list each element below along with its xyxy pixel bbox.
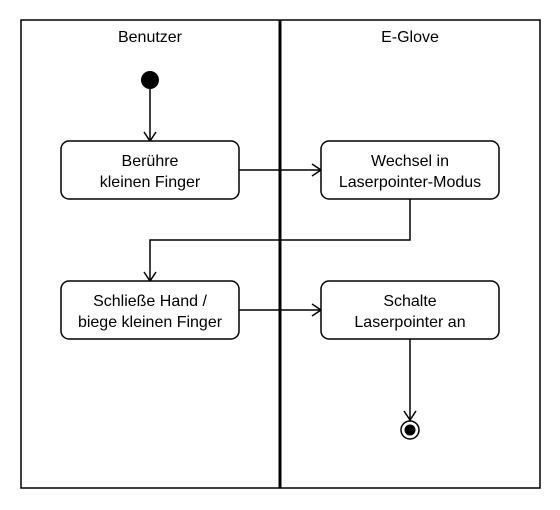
action-touch-finger: Berühre kleinen Finger [60, 140, 240, 200]
arrowhead-laseron-to-end [403, 410, 417, 422]
action-close-hand-line-2: biege kleinen Finger [78, 314, 223, 331]
action-touch-finger-line-2: kleinen Finger [100, 174, 201, 191]
lane-title-eglove: E-Glove [381, 29, 439, 46]
edge-lasermode-to-closehand [149, 199, 411, 281]
lane-title-benutzer: Benutzer [118, 29, 183, 46]
end-node [400, 420, 420, 440]
action-touch-finger-line-1: Berühre [122, 153, 179, 170]
action-laser-on: Schalte Laserpointer an [320, 280, 500, 340]
action-laser-on-line-2: Laserpointer an [354, 314, 465, 331]
action-laser-mode: Wechsel in Laserpointer-Modus [320, 140, 500, 200]
action-close-hand: Schließe Hand / biege kleinen Finger [60, 280, 240, 340]
start-node [141, 71, 159, 89]
action-laser-mode-line-2: Laserpointer-Modus [339, 174, 481, 191]
action-laser-on-line-1: Schalte [383, 293, 436, 310]
action-close-hand-line-1: Schließe Hand / [93, 293, 207, 310]
action-laser-mode-line-1: Wechsel in [371, 153, 449, 170]
